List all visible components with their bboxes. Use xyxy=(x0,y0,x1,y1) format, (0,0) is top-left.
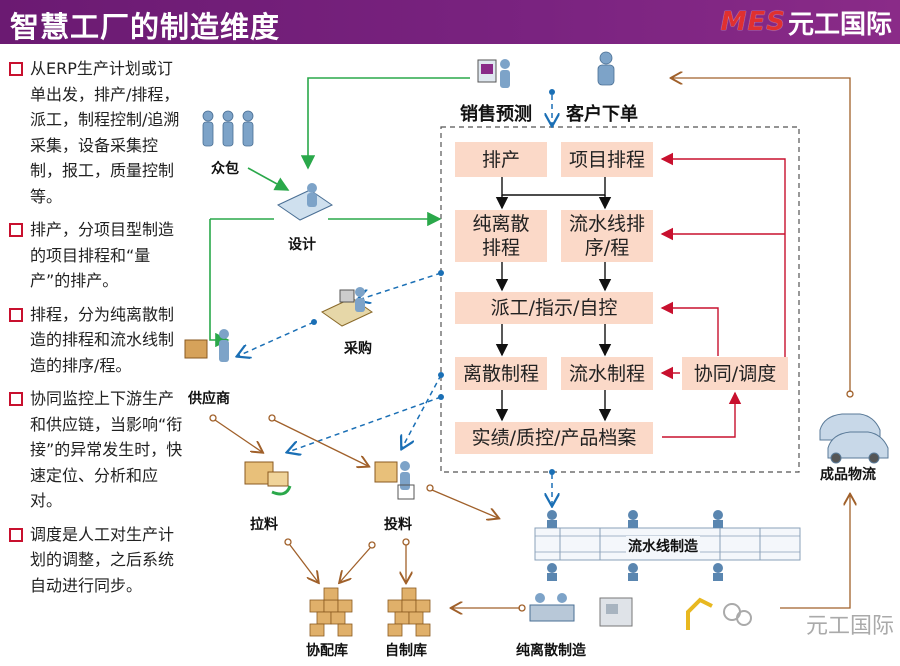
box-line-plan: 流水线排序/程 xyxy=(561,210,653,262)
logo: MES 元工国际 xyxy=(721,2,892,42)
label-feed-material: 投料 xyxy=(384,517,412,533)
label-purchase: 采购 xyxy=(344,341,372,357)
pull-material-icon xyxy=(244,461,292,496)
feed-material-icon xyxy=(374,461,415,500)
bullet-square-icon xyxy=(9,392,23,406)
bullet-square-icon xyxy=(9,223,23,237)
machine-icon xyxy=(599,597,633,627)
box-discrete-plan: 纯离散排程 xyxy=(455,210,547,262)
box-dispatch: 派工/指示/自控 xyxy=(455,292,653,324)
label-finished-logistics: 成品物流 xyxy=(820,467,876,483)
wechat-icon xyxy=(723,603,752,626)
bullet-square-icon xyxy=(9,307,23,322)
bullet-item: 排产，分项目型制造的项目排程和“量产”的排产。 xyxy=(8,217,188,294)
logo-brand-text: 元工国际 xyxy=(787,9,892,40)
logistics-cars-icon xyxy=(819,413,889,464)
bullet-square-icon xyxy=(9,62,23,76)
bullet-list: 从ERP生产计划或订单出发，排产/排程，派工，制程控制/追溯采集，设备采集控制，… xyxy=(8,56,188,606)
bullet-text: 从ERP生产计划或订单出发，排产/排程，派工，制程控制/追溯采集，设备采集控制，… xyxy=(30,59,180,206)
header-bar: 智慧工厂的制造维度 MES 元工国际 xyxy=(0,0,900,44)
self-warehouse-icon xyxy=(387,587,431,637)
coop-warehouse-icon xyxy=(309,587,353,637)
page-title: 智慧工厂的制造维度 xyxy=(10,10,281,44)
bullet-text: 协同监控上下游生产和供应链，当影响“衔接”的异常发生时，快速定位、分析和应对。 xyxy=(30,389,183,510)
bullet-square-icon xyxy=(9,527,23,542)
label-discrete-manufacturing: 纯离散制造 xyxy=(516,643,586,659)
sales-monitor-icon xyxy=(477,59,510,88)
label-design: 设计 xyxy=(288,237,316,253)
label-crowdsourcing: 众包 xyxy=(211,161,239,177)
logo-mes-text: MES xyxy=(720,7,786,37)
label-pull-material: 拉料 xyxy=(250,517,278,533)
customer-person-icon xyxy=(597,51,615,86)
bullet-item: 调度是人工对生产计划的调整，之后系统自动进行同步。 xyxy=(8,522,188,599)
box-results: 实绩/质控/产品档案 xyxy=(455,422,653,454)
label-customer-order: 客户下单 xyxy=(566,104,638,125)
label-line-manufacturing: 流水线制造 xyxy=(626,536,700,556)
supplier-icon xyxy=(184,329,229,362)
box-discrete-process: 离散制程 xyxy=(455,357,547,390)
robot-arm-icon xyxy=(686,597,713,630)
box-line-process: 流水制程 xyxy=(561,357,653,390)
label-self-warehouse: 自制库 xyxy=(385,643,427,659)
bullet-item: 从ERP生产计划或订单出发，排产/排程，派工，制程控制/追溯采集，设备采集控制，… xyxy=(8,56,188,209)
crowd-people-icon xyxy=(202,110,254,147)
design-desk-icon xyxy=(276,183,334,221)
process-frame xyxy=(440,126,800,473)
bullet-item: 协同监控上下游生产和供应链，当影响“衔接”的异常发生时，快速定位、分析和应对。 xyxy=(8,386,188,514)
bullet-text: 调度是人工对生产计划的调整，之后系统自动进行同步。 xyxy=(30,524,175,595)
bullet-item: 排程，分为纯离散制造的排程和流水线制造的排序/程。 xyxy=(8,302,188,379)
watermark-brand: 元工国际 xyxy=(805,614,894,639)
bullet-text: 排程，分为纯离散制造的排程和流水线制造的排序/程。 xyxy=(30,304,175,375)
purchase-desk-icon xyxy=(321,287,373,327)
box-project-schedule: 项目排程 xyxy=(561,142,653,177)
label-sales-forecast: 销售预测 xyxy=(460,104,532,125)
label-coop-warehouse: 协配库 xyxy=(306,643,348,659)
label-supplier: 供应商 xyxy=(188,391,230,407)
discrete-workers-icon xyxy=(529,593,575,622)
bullet-text: 排产，分项目型制造的项目排程和“量产”的排产。 xyxy=(30,220,175,290)
box-schedule: 排产 xyxy=(455,142,547,177)
box-coordination: 协同/调度 xyxy=(682,357,788,390)
